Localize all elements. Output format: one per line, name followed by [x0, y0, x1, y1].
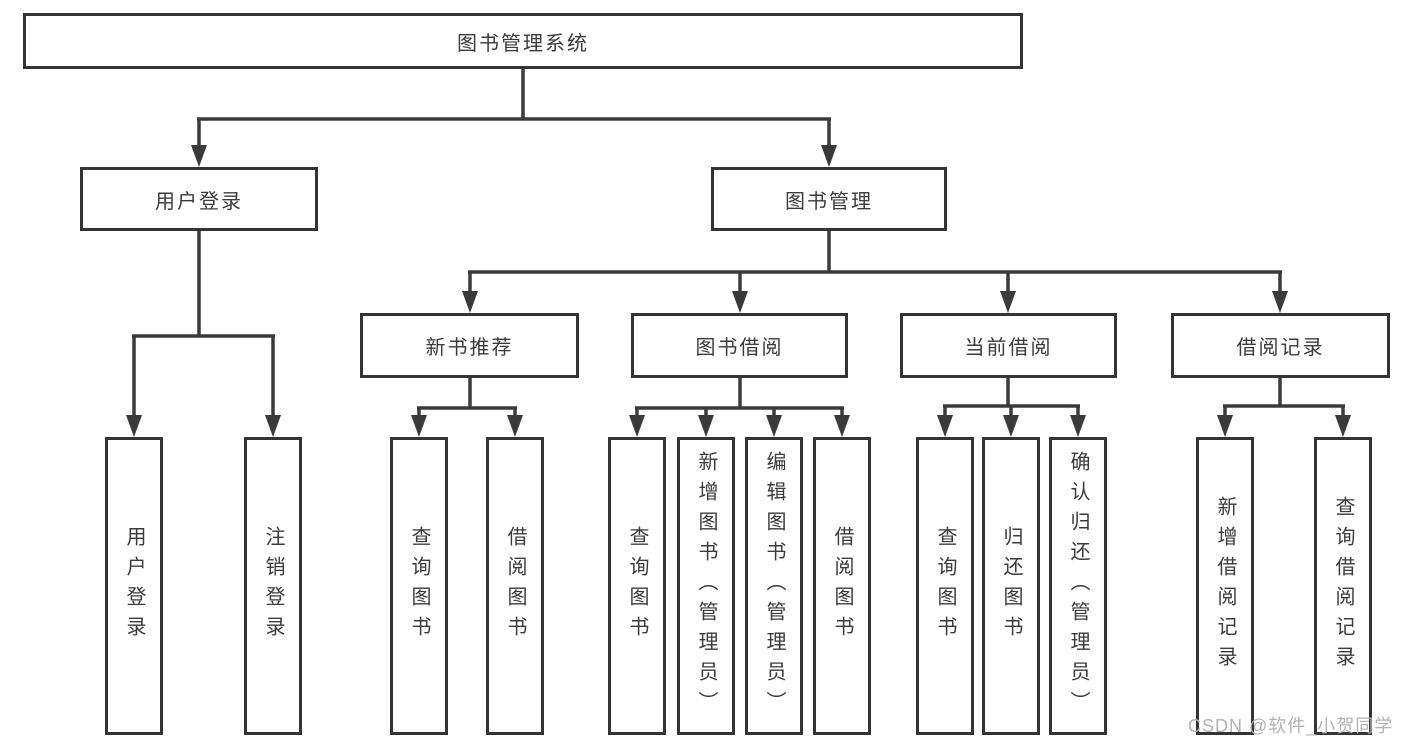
node-root-library-system: 图书管理系统	[23, 13, 1023, 69]
node-label: 新书推荐	[425, 337, 514, 359]
connector-user-login-children	[126, 229, 281, 437]
leaf-newrec-query-books: 查询图书	[390, 437, 448, 735]
leaf-borrowing-query-books: 查询图书	[608, 437, 666, 735]
csdn-watermark: CSDN @软件_小贺同学	[1188, 716, 1394, 736]
node-label: 查询借阅记录	[1332, 496, 1354, 676]
leaf-borrowing-add-books-admin: 新增图书（管理员）	[677, 437, 735, 735]
leaf-borrowing-edit-books-admin: 编辑图书（管理员）	[745, 437, 803, 735]
node-label: 借阅记录	[1236, 337, 1325, 359]
connector-book-borrowing-children	[629, 376, 850, 437]
node-label: 用户登录	[123, 526, 145, 646]
node-label: 借阅图书	[831, 526, 853, 646]
node-book-management: 图书管理	[711, 167, 947, 231]
node-label: 查询图书	[408, 526, 430, 646]
node-current-borrowing: 当前借阅	[900, 313, 1117, 378]
leaf-records-query-record: 查询借阅记录	[1314, 437, 1372, 735]
node-label: 图书管理	[785, 190, 873, 213]
leaf-current-confirm-return-admin: 确认归还（管理员）	[1049, 437, 1107, 735]
node-label: 注销登录	[262, 526, 284, 646]
leaf-logout: 注销登录	[244, 437, 302, 735]
connector-new-book-children	[411, 376, 523, 437]
leaf-current-return-books: 归还图书	[982, 437, 1040, 735]
node-label: 归还图书	[1000, 526, 1022, 646]
connector-borrowing-records-children	[1217, 376, 1351, 437]
node-book-borrowing: 图书借阅	[631, 313, 848, 378]
node-label: 图书管理系统	[457, 32, 589, 55]
leaf-borrowing-borrow-books: 借阅图书	[813, 437, 871, 735]
node-label: 查询图书	[626, 526, 648, 646]
node-user-login: 用户登录	[80, 167, 318, 231]
connector-current-borrowing-children	[937, 376, 1086, 437]
node-label: 用户登录	[155, 190, 243, 213]
node-label: 图书借阅	[695, 337, 784, 359]
node-new-book-recommendation: 新书推荐	[360, 313, 579, 378]
node-borrowing-records: 借阅记录	[1171, 313, 1390, 378]
node-label: 编辑图书（管理员）	[763, 451, 785, 721]
leaf-user-login: 用户登录	[105, 437, 163, 735]
connector-book-mgmt-to-level2	[462, 229, 1288, 313]
node-label: 当前借阅	[964, 337, 1053, 359]
node-label: 借阅图书	[504, 526, 526, 646]
connector-root-to-level1	[191, 66, 837, 167]
node-label: 新增借阅记录	[1214, 496, 1236, 676]
leaf-current-query-books: 查询图书	[916, 437, 974, 735]
node-label: 确认归还（管理员）	[1067, 451, 1089, 721]
leaf-newrec-borrow-books: 借阅图书	[486, 437, 544, 735]
node-label: 查询图书	[934, 526, 956, 646]
node-label: 新增图书（管理员）	[695, 451, 717, 721]
leaf-records-add-record: 新增借阅记录	[1196, 437, 1254, 735]
